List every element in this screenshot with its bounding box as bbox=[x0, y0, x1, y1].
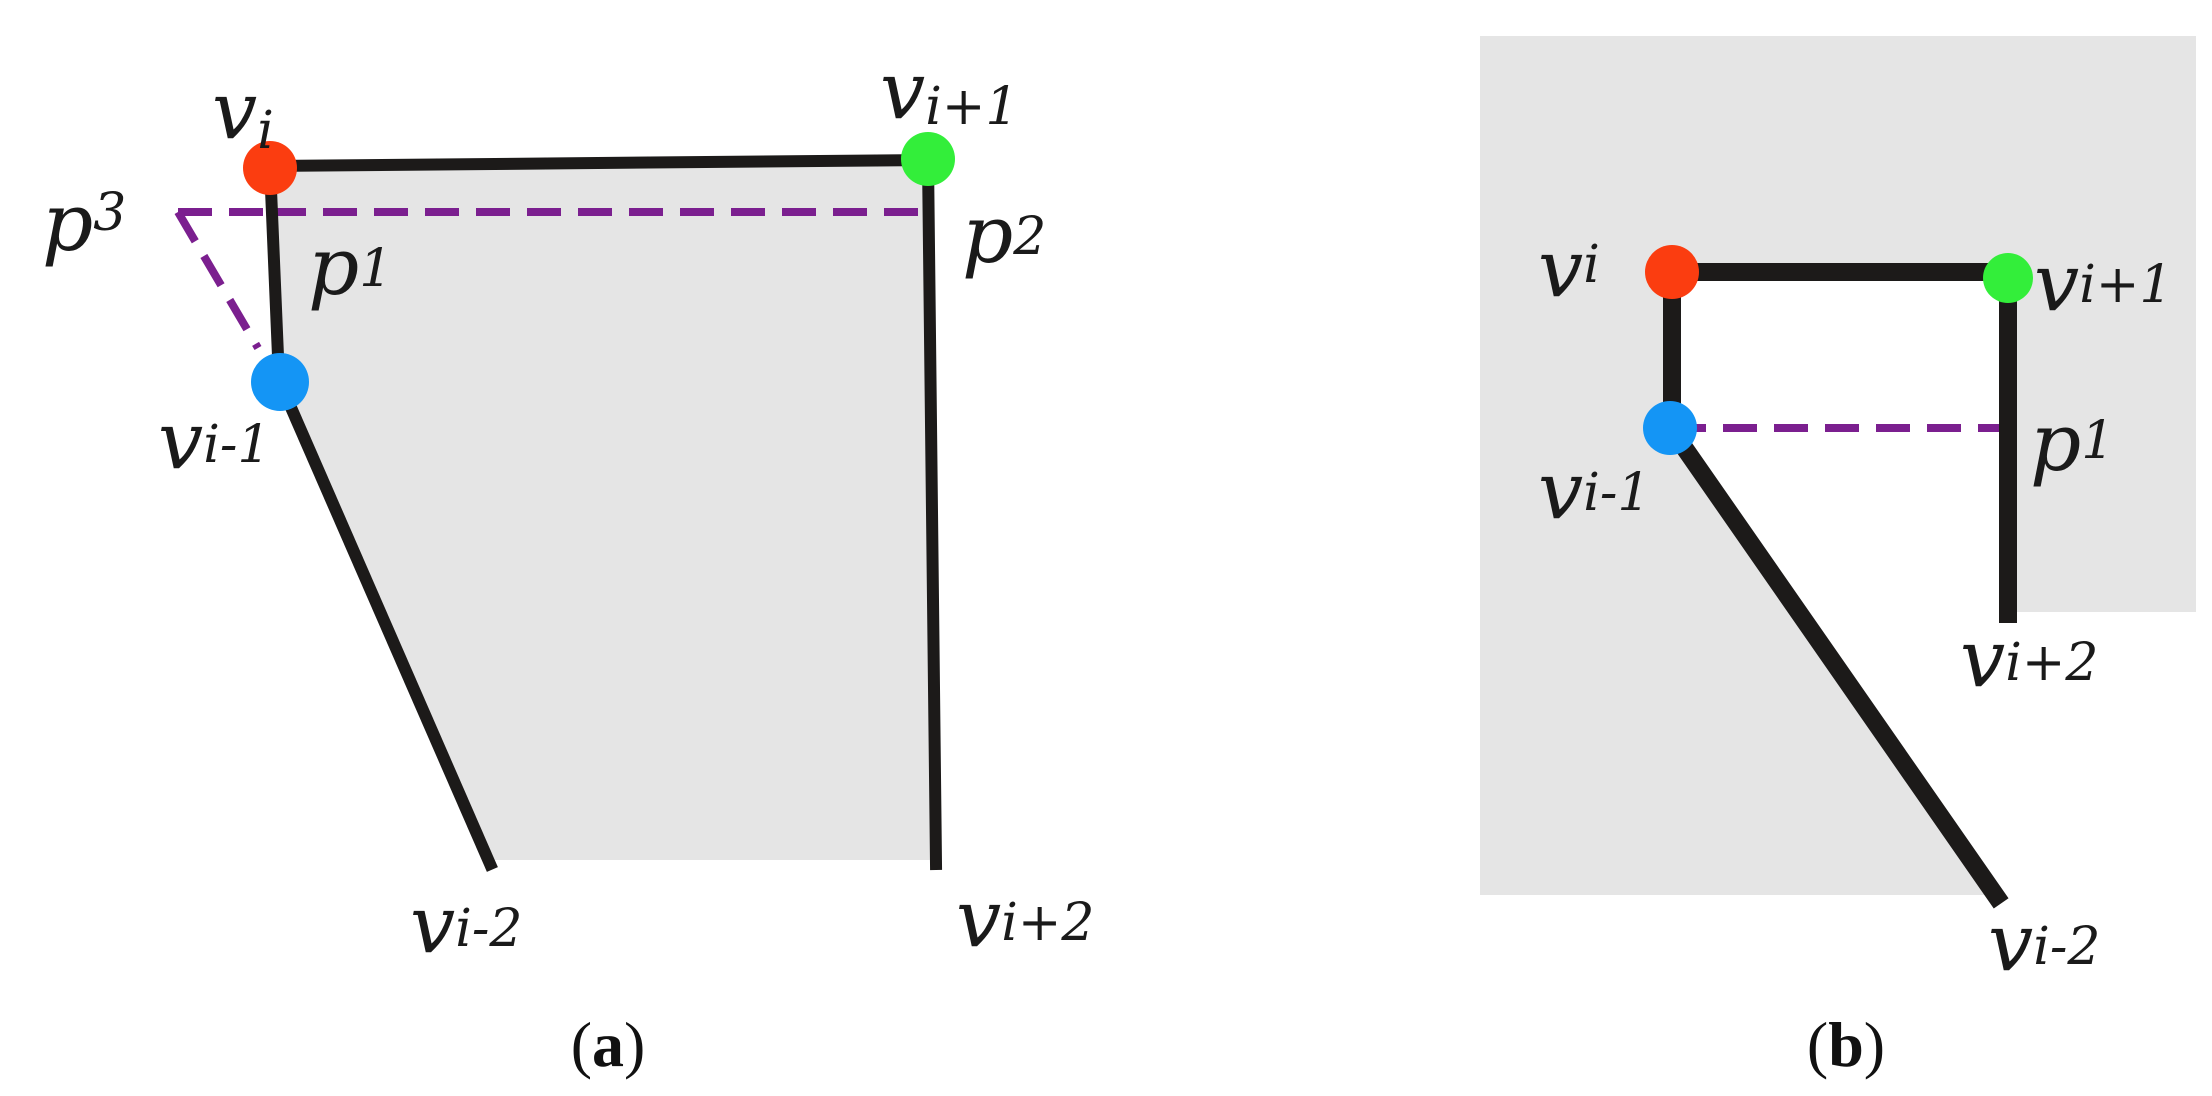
panel-a-vertex-vi1 bbox=[901, 132, 955, 186]
panel-b-label-vi1: vi+1 bbox=[2034, 236, 2173, 329]
panel-b-label-vim2: vi-2 bbox=[1988, 896, 2101, 989]
panel-a: vi vi+1 p3 p2 p1 vi-1 vi-2 vi+2 (a) bbox=[42, 44, 1095, 1080]
panel-b-label-vi: vi bbox=[1538, 222, 1600, 315]
panel-a-label-p1: p1 bbox=[308, 220, 392, 313]
panel-a-edge-vim1-vim2 bbox=[271, 372, 498, 872]
panel-a-label-vi2: vi+2 bbox=[956, 872, 1095, 965]
panel-b-edge-vim1-vim2 bbox=[1659, 417, 2009, 909]
panel-b-vertex-vi1 bbox=[1983, 253, 2033, 303]
panel-a-label-vim2: vi-2 bbox=[410, 878, 523, 971]
panel-a-region bbox=[270, 164, 937, 860]
panel-b-label-p1: p1 bbox=[2030, 396, 2114, 489]
panel-a-label-vim1: vi-1 bbox=[158, 394, 271, 487]
panel-b-vertex-vi bbox=[1645, 245, 1699, 299]
panel-b-caption: (b) bbox=[1807, 1009, 1885, 1080]
panel-a-edge-vi-vim1 bbox=[263, 159, 286, 387]
panel-a-label-vi: vi bbox=[212, 64, 274, 161]
panel-b-label-vi2: vi+2 bbox=[1960, 612, 2099, 705]
panel-b-label-vim1: vi-1 bbox=[1538, 444, 1651, 537]
panel-a-vertex-vi bbox=[243, 141, 297, 195]
panel-a-label-p3: p3 bbox=[42, 176, 126, 269]
panel-b: vi vi+1 p1 vi-1 vi+2 vi-2 (b) bbox=[1480, 36, 2196, 1080]
panel-b-vertex-vim1 bbox=[1643, 401, 1697, 455]
panel-a-edge-vi1-vi2 bbox=[921, 153, 943, 871]
panel-a-caption: (a) bbox=[571, 1009, 646, 1080]
panel-a-vertex-vim1 bbox=[251, 353, 309, 411]
panel-a-label-vi1: vi+1 bbox=[880, 44, 1019, 137]
panel-a-dashed-p3-vim1 bbox=[174, 209, 262, 351]
panel-a-label-p2: p2 bbox=[962, 188, 1046, 281]
panel-a-edge-vi-vi1 bbox=[263, 153, 935, 173]
